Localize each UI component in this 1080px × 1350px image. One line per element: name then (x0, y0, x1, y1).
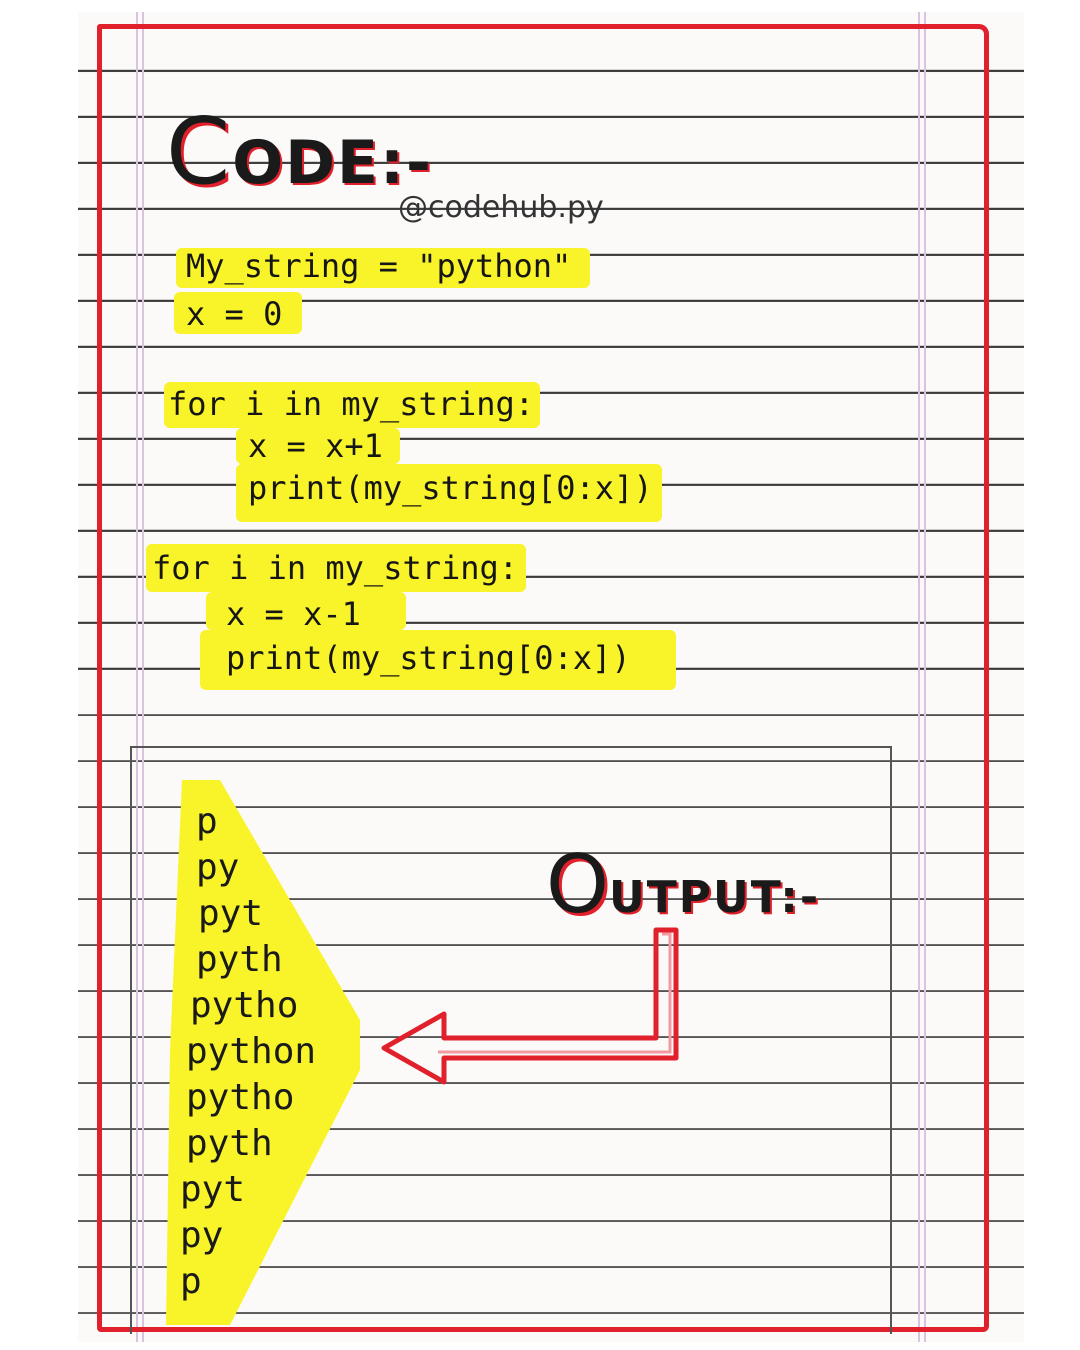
output-line: py (180, 1215, 224, 1256)
output-line: pyth (186, 1123, 273, 1164)
highlight-loop2-body1 (206, 592, 406, 630)
output-line: p (196, 801, 218, 842)
code-heading-rest: ODE:- (232, 128, 433, 198)
output-box (130, 746, 892, 1334)
code-heading-initial: C (166, 98, 233, 205)
highlight-loop1-body1 (236, 428, 400, 464)
highlight-loop1-header (164, 382, 540, 428)
red-border-frame (97, 24, 989, 1332)
code-loop2-header: for i in my_string: (152, 549, 519, 587)
highlight-line2 (174, 292, 302, 334)
arrow-icon (381, 927, 679, 1085)
output-line: pyt (198, 893, 264, 934)
highlight-loop1-body2 (236, 464, 662, 522)
output-line: pyt (180, 1169, 246, 1210)
margin-line-left-2 (142, 12, 144, 1342)
margin-line-right-2 (924, 12, 926, 1342)
code-loop1-print: print(my_string[0:x]) (248, 469, 653, 507)
output-line: pytho (186, 1077, 295, 1118)
code-loop1-header: for i in my_string: (168, 385, 535, 423)
output-line: py (196, 847, 240, 888)
code-loop1-increment: x = x+1 (248, 427, 383, 465)
margin-line-right (918, 12, 920, 1342)
code-line-assign-string: My_string = "python" (186, 247, 572, 285)
highlight-loop2-header (146, 544, 526, 592)
code-loop2-print: print(my_string[0:x]) (226, 639, 631, 677)
output-line: pytho (190, 985, 299, 1026)
output-heading: OUTPUT:- (546, 838, 820, 931)
code-line-assign-x: x = 0 (186, 295, 283, 333)
highlight-line1 (176, 248, 590, 288)
code-heading: CODE:- (166, 98, 433, 205)
highlight-loop2-body2 (200, 630, 676, 690)
output-line: pyth (196, 939, 283, 980)
output-line: python (186, 1031, 317, 1072)
output-line: p (180, 1261, 202, 1302)
margin-line-left (136, 12, 138, 1342)
output-heading-rest: UTPUT:- (608, 872, 821, 923)
output-highlight-triangle (166, 780, 360, 1325)
output-heading-initial: O (546, 838, 609, 931)
author-handle: @codehub.py (398, 190, 604, 225)
code-loop2-decrement: x = x-1 (226, 595, 361, 633)
